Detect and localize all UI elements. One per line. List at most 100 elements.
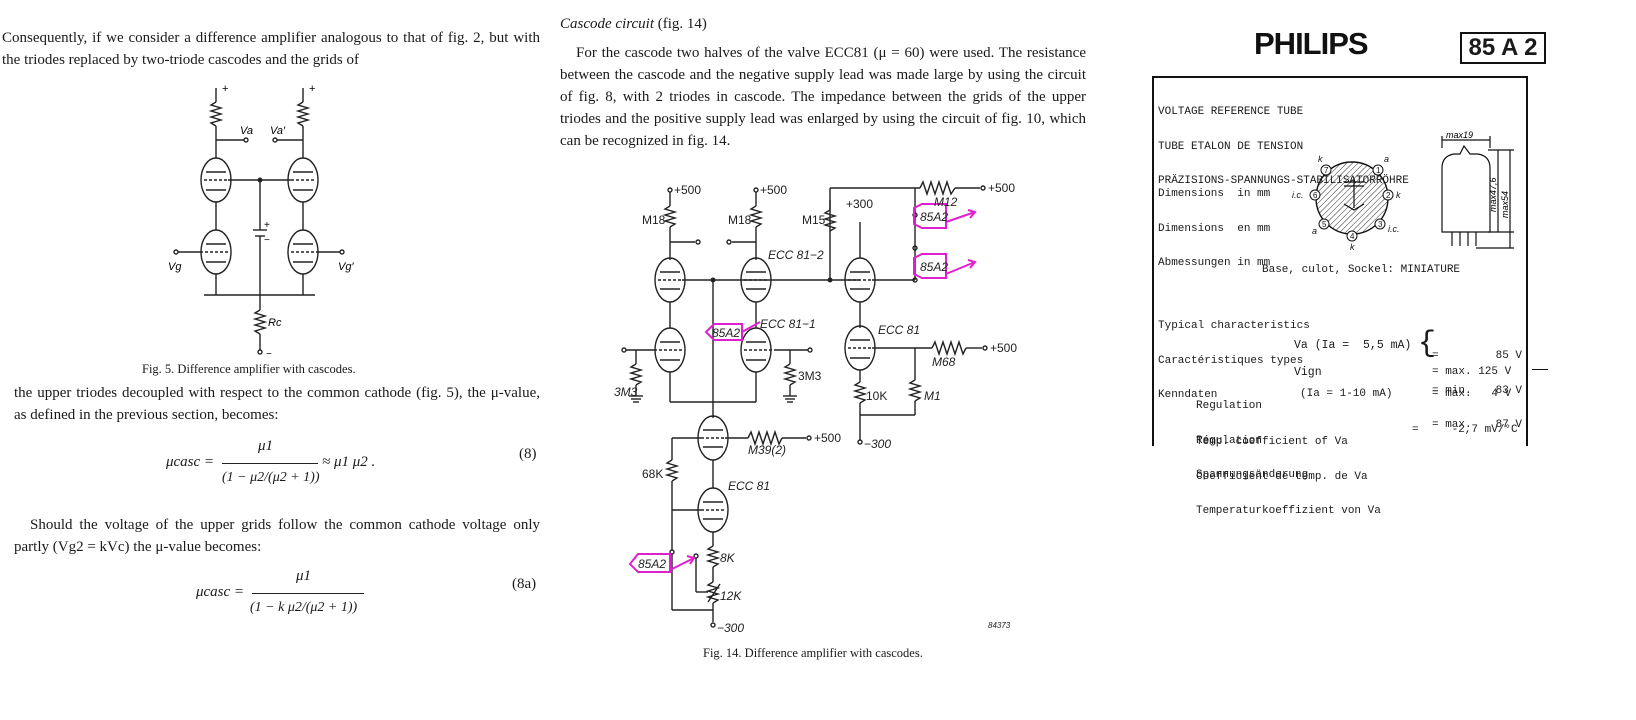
va-val-nominal: 85 V	[1495, 350, 1522, 362]
eq8-rhs: ≈ μ1 μ2 .	[322, 454, 376, 470]
equation-8: μcasc = μ1 (1 − μ2/(μ2 + 1)) ≈ μ1 μ2 .	[166, 436, 426, 506]
middle-paragraph: For the cascode two halves of the valve …	[560, 45, 1086, 149]
dim-line-fr: Dimensions en mm	[1158, 222, 1271, 235]
figure-14-schematic: +500 +500 +500 +500 +500 +300 −300 −300 …	[614, 179, 1017, 635]
fig5-vg-prime-label: Vg′	[338, 261, 354, 273]
left-paragraph-1: Consequently, if we consider a differenc…	[2, 30, 540, 68]
fig14-label-p500b: +500	[760, 183, 787, 197]
fig14-tag-85a2-1: 85A2	[920, 210, 948, 224]
eq8-denominator: (1 − μ2/(μ2 + 1))	[222, 470, 320, 485]
left-paragraph-3: Should the voltage of the upper grids fo…	[14, 517, 540, 555]
fig14-label-12k: 12K	[720, 589, 742, 603]
dim-line-de: Abmessungen in mm	[1158, 257, 1271, 269]
tube-outline-drawing: max19 max47,6 max54	[1441, 130, 1514, 249]
reg-line-de: Spannungsänderung	[1196, 469, 1309, 481]
middle-heading: Cascode circuit (fig. 14)	[560, 16, 707, 33]
eq8-numerator: μ1	[258, 438, 274, 454]
fig14-label-ecc81-2: ECC 81−2	[768, 248, 824, 262]
fig14-label-m18b: M18	[728, 213, 752, 227]
va-row-min: = min. 83 V	[1432, 384, 1522, 398]
fig14-label-ecc81-a: ECC 81	[878, 323, 920, 337]
fig14-label-3m3b: 3M3	[798, 369, 822, 383]
va-val-max: 87 V	[1495, 419, 1522, 431]
pin-num-3: 3	[1378, 220, 1383, 229]
va-row-max: = max. 87 V	[1432, 419, 1522, 432]
va-label: Va (Ia = 5,5 mA)	[1294, 339, 1412, 352]
figure-5-caption: Fig. 5. Difference amplifier with cascod…	[142, 362, 356, 376]
pin-label-a-top: a	[1384, 154, 1389, 164]
title-line-de: PRÄZISIONS-SPANNUNGS-STABILISATORRÖHRE	[1158, 175, 1409, 187]
pin-num-5: 5	[1322, 220, 1327, 229]
fig14-tag-85a2-4-outline	[628, 553, 671, 573]
va-row-nominal: = 85 V	[1432, 350, 1522, 363]
fig14-tag-85a2-4: 85A2	[638, 557, 666, 571]
fig5-cap-minus: −	[264, 235, 270, 246]
fig14-label-3m3a: 3M3	[614, 385, 638, 399]
fig5-plus-left: +	[222, 83, 228, 95]
model-box: 85 A 2	[1460, 32, 1546, 64]
fig14-label-m12: M12	[934, 195, 958, 209]
left-paragraph-2: the upper triodes decoupled with respect…	[14, 385, 540, 423]
pin-num-6: 6	[1313, 191, 1318, 200]
regulation-condition: (Ia = 1-10 mA)	[1300, 388, 1393, 400]
eq8a-denominator: (1 − k μ2/(μ2 + 1))	[250, 600, 358, 615]
fig14-label-m1: M1	[924, 389, 941, 403]
typ-line-de: Kenndaten	[1158, 389, 1218, 401]
fig5-rc-label: Rc	[268, 317, 282, 329]
vign-value: = max. 125 V	[1432, 366, 1512, 378]
fig14-tag-85a2-2: 85A2	[920, 260, 948, 274]
dimensions-text: Dimensions in mm Dimensions en mm Abmess…	[1158, 166, 1270, 281]
va-qual-min: = min.	[1432, 384, 1472, 397]
fig14-tag-85a2-1-outline	[913, 203, 947, 229]
fig14-label-p500d: +500	[990, 341, 1017, 355]
typ-line-en: Typical characteristics	[1158, 320, 1310, 332]
fig14-label-10k: 10K	[866, 389, 887, 403]
fig14-label-p500a: +500	[674, 183, 701, 197]
pin-label-a-bottom: a	[1312, 226, 1317, 236]
pin-label-k-bottom: k	[1350, 242, 1355, 252]
fig5-va-prime-label: Va′	[270, 125, 286, 137]
fig14-label-m300a: −300	[864, 437, 891, 451]
va-qual-max: = max.	[1432, 419, 1472, 431]
va-values: = 85 V = min. 83 V = max. 87 V	[1432, 328, 1522, 443]
pin-num-2: 2	[1386, 191, 1391, 200]
pin-num-1: 1	[1376, 166, 1381, 175]
fig14-tag-85a2-2-outline	[913, 253, 947, 279]
regulation-labels: Regulation Régulation Spannungsänderung	[1196, 378, 1308, 493]
fig14-label-p500e: +500	[814, 431, 841, 445]
typical-characteristics-heading: Typical characteristics Caractéristiques…	[1158, 298, 1310, 413]
eq8a-number: (8a)	[512, 576, 537, 592]
pin-label-ic-right: i.c.	[1388, 224, 1400, 234]
fig5-cap-plus: +	[264, 220, 270, 231]
pin-num-4: 4	[1350, 232, 1355, 241]
philips-logo: PHILIPS	[1254, 26, 1369, 61]
socket-pin-diagram: 7 1 6 2 5 3 4 k a i.c. k a k i.c.	[1292, 154, 1401, 252]
eq8-number: (8)	[519, 446, 537, 462]
eq8a-lhs: μcasc =	[196, 584, 245, 600]
fig14-code: 84373	[988, 621, 1011, 630]
eq8a-fraction-bar	[252, 593, 364, 594]
pin-label-k-top: k	[1318, 154, 1323, 164]
fig14-label-m68: M68	[932, 355, 956, 369]
fig14-tag-85a2-3: 85A2	[712, 326, 740, 340]
temp-coefficient-value: = -2,7 mV/°C	[1412, 424, 1518, 436]
fig14-label-m300b: −300	[717, 621, 744, 635]
dim-line-en: Dimensions in mm	[1158, 188, 1271, 200]
dim-max54: max54	[1500, 191, 1510, 218]
figure-5-schematic: + + Va Va′ Vg Vg′ + − Rc −	[168, 83, 354, 360]
reg-line-en: Regulation	[1196, 400, 1263, 412]
figure-14-caption: Fig. 14. Difference amplifier with casco…	[703, 646, 923, 660]
vign-label: Vign	[1294, 366, 1322, 379]
eq8a-numerator: μ1	[296, 568, 312, 584]
fig14-label-p500c: +500	[988, 181, 1015, 195]
fig14-label-ecc81-b: ECC 81	[728, 479, 770, 493]
fig5-minus: −	[266, 349, 272, 360]
reg-line-fr: Régulation	[1196, 434, 1263, 447]
fig14-label-m15: M15	[802, 213, 826, 227]
fig14-label-m39: M39(2)	[748, 443, 786, 457]
regulation-value: = max. 4 V	[1432, 388, 1512, 400]
pin-label-k-right: k	[1396, 190, 1401, 200]
equation-8a: μcasc = μ1 (1 − k μ2/(μ2 + 1))	[196, 566, 436, 636]
fig5-plus-right: +	[309, 83, 315, 95]
va-brace: {	[1418, 327, 1437, 361]
